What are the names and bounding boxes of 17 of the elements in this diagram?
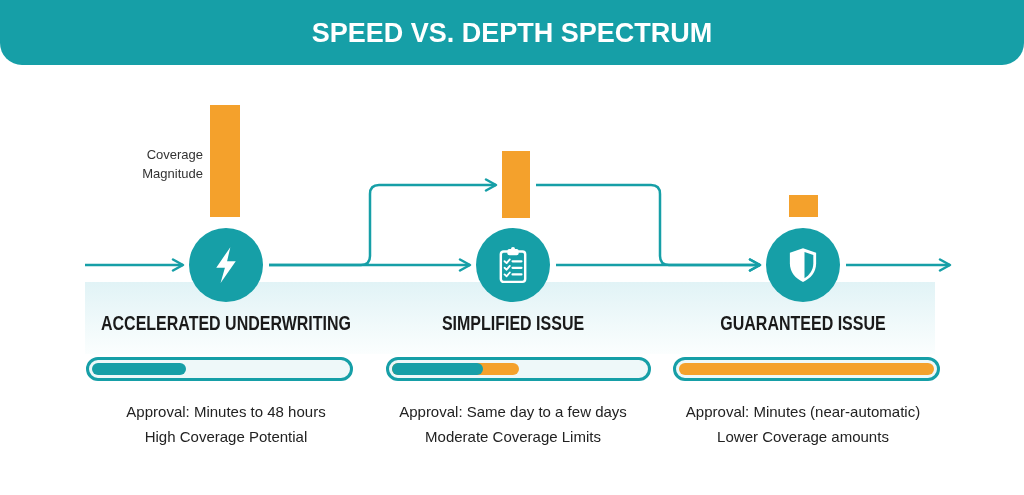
bar-caption: Coverage Magnitude — [141, 146, 203, 183]
stage-title: GUARANTEED ISSUE — [720, 311, 886, 335]
arrow — [556, 258, 762, 272]
stage-description: Approval: Minutes (near-automatic) — [685, 402, 921, 421]
arrow — [269, 178, 498, 267]
stage-description: Moderate Coverage Limits — [425, 427, 601, 446]
coverage-bar — [789, 195, 818, 217]
title: SPEED VS. DEPTH SPECTRUM — [311, 17, 713, 48]
stage-description: Approval: Minutes to 48 hours — [126, 402, 326, 421]
stage-description: Approval: Same day to a few days — [399, 402, 627, 421]
coverage-bar — [502, 151, 530, 218]
stage-title: SIMPLIFIED ISSUE — [441, 311, 585, 335]
arrow — [85, 258, 185, 272]
arrow — [846, 258, 952, 272]
stage-description: Lower Coverage amounts — [717, 427, 889, 446]
stage-description: High Coverage Potential — [144, 427, 308, 446]
stage-title: ACCELERATED UNDERWRITING — [100, 311, 352, 335]
